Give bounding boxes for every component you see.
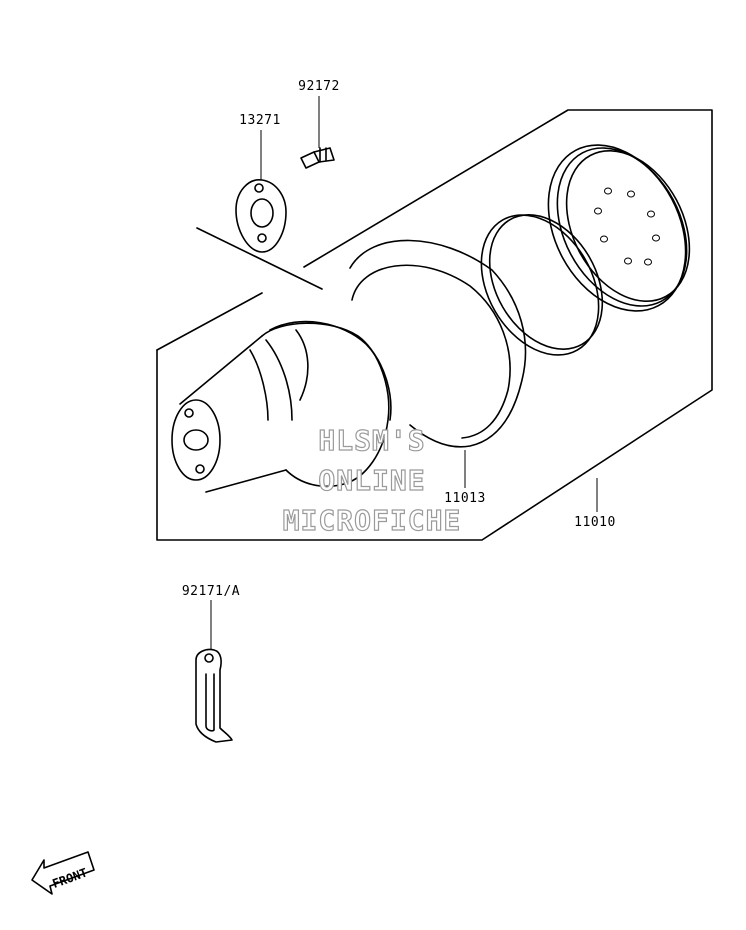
part-label-13271[interactable]: 13271: [239, 113, 281, 128]
gasket-13271[interactable]: [235, 179, 287, 253]
bolt-92172[interactable]: [300, 147, 335, 169]
part-label-11013[interactable]: 11013: [444, 491, 486, 506]
muffler-body[interactable]: [171, 320, 392, 493]
muffler-shell[interactable]: [349, 239, 527, 448]
part-label-11010[interactable]: 11010: [574, 515, 616, 530]
watermark-line-3: MICROFICHE: [283, 504, 462, 537]
front-arrow-label: FRONT: [51, 865, 90, 891]
part-label-92171[interactable]: 92171/A: [182, 584, 240, 599]
part-label-92172[interactable]: 92172: [298, 79, 340, 94]
leader-lines: [210, 96, 598, 650]
assembly-outline: [156, 109, 713, 541]
muffler-ring[interactable]: [457, 194, 625, 376]
watermark: HLSM'S ONLINE MICROFICHE: [282, 423, 462, 537]
watermark-line-1: HLSM'S: [318, 424, 425, 457]
end-cap[interactable]: [521, 121, 714, 335]
bracket-92171[interactable]: [195, 648, 233, 743]
front-arrow-icon: FRONT: [31, 851, 95, 895]
watermark-line-2: ONLINE: [318, 464, 425, 497]
